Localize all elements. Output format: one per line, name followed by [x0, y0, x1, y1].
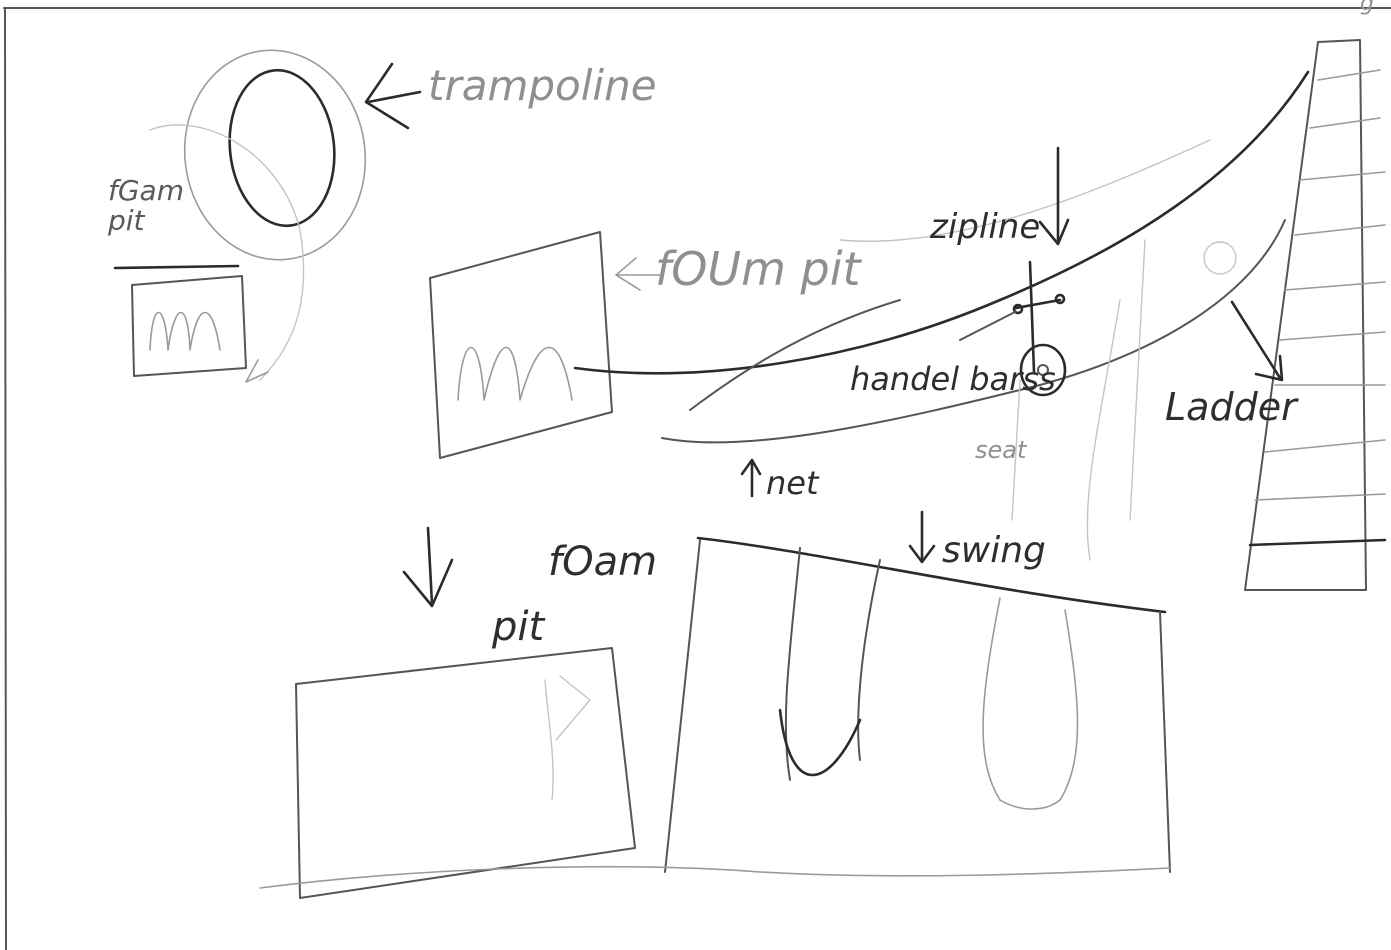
foam-pit-small-caption-line: pit	[107, 204, 146, 237]
foam-pit-center	[429, 231, 613, 459]
zipline-arrow	[1038, 146, 1070, 246]
trampoline-label: trampoline	[428, 61, 657, 110]
ladder-label: Ladder	[1165, 385, 1299, 429]
foam-pit-small	[113, 264, 247, 377]
trampoline	[149, 49, 367, 383]
foam-pit-small-caption-line: fGam	[108, 174, 184, 207]
zipline-label: zipline	[929, 207, 1040, 247]
corner-mark: g	[1360, 0, 1374, 16]
zipline	[573, 70, 1310, 444]
foam-pit-bottom-arrow	[402, 526, 454, 608]
ladder	[1244, 39, 1387, 591]
net-arrow	[740, 458, 762, 498]
handle-bars-arrow	[959, 311, 1016, 341]
swing-arrow	[908, 510, 936, 564]
handle-bars-label: handel barss	[850, 360, 1056, 398]
faint-marks	[1011, 239, 1237, 561]
swing-frame	[664, 536, 1171, 873]
seat-label: seat	[975, 436, 1028, 464]
swing-label: swing	[942, 530, 1046, 571]
foam-pit-center-label: fOUm pit	[655, 242, 862, 296]
foam-pit-bottom	[259, 647, 1171, 899]
trampoline-arrow	[364, 62, 422, 130]
foam-pit-bottom-label-b: fOam	[548, 539, 657, 585]
foam-pit-center-arrow	[615, 257, 661, 291]
paper-border	[3, 7, 1391, 950]
net-label: net	[766, 464, 820, 502]
foam-pit-bottom-label-a: pit	[491, 604, 546, 650]
handle-bars	[1012, 260, 1067, 397]
ladder-arrow	[1230, 300, 1284, 382]
